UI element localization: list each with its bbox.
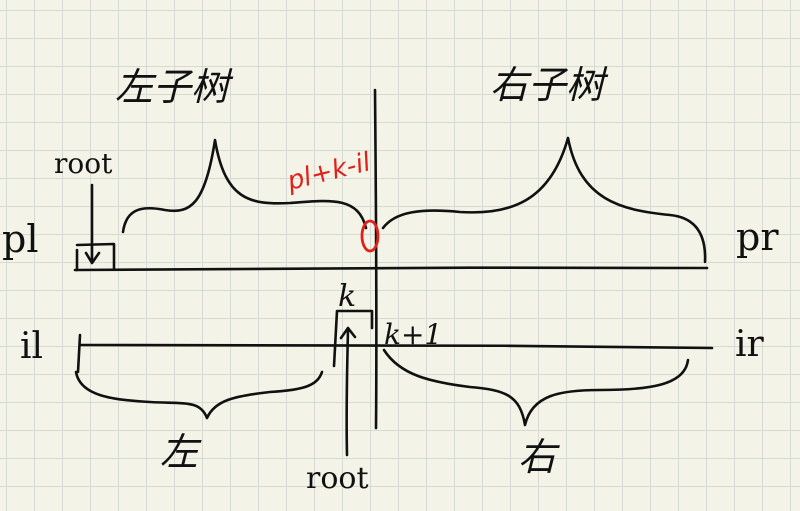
left-subtree-label: 左子树: [115, 65, 234, 109]
left-subtree-brace: [121, 138, 368, 234]
inorder-array-line: [78, 343, 714, 350]
red-formula-label: pl+k-il: [283, 147, 374, 197]
preorder-root-cell-box: [75, 242, 116, 272]
right-inorder-label: 右: [518, 435, 560, 479]
root-bottom-label: root: [306, 461, 369, 496]
k-marker-box: [332, 309, 374, 368]
il-label: il: [20, 326, 43, 367]
pr-label: pr: [736, 215, 779, 259]
vertical-divider-line: [373, 88, 378, 430]
left-inorder-brace: [74, 370, 324, 420]
preorder-array-line: [73, 266, 709, 272]
root-bottom-arrow: [339, 326, 357, 457]
right-inorder-brace: [382, 348, 690, 427]
pl-label: pl: [2, 217, 38, 261]
root-top-arrow: [84, 183, 101, 265]
right-subtree-brace: [381, 136, 707, 264]
k-plus-1-label: k+1: [384, 318, 442, 351]
right-subtree-label: 右子树: [490, 63, 609, 107]
left-inorder-label: 左: [160, 430, 202, 474]
root-top-label: root: [54, 147, 113, 180]
ir-label: ir: [735, 324, 765, 365]
k-label: k: [338, 279, 356, 314]
red-highlight-circle: [360, 219, 380, 253]
il-tick: [76, 333, 82, 374]
